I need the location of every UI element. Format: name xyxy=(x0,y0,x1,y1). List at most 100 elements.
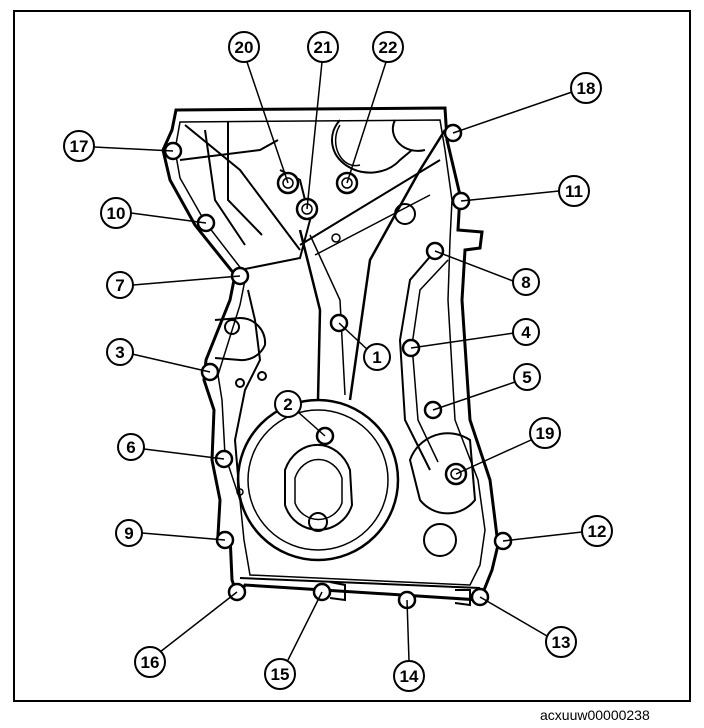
callout-15: 15 xyxy=(264,658,296,690)
callout-19-label: 19 xyxy=(536,424,555,443)
small-hole-5 xyxy=(423,523,457,557)
left-inner-wall xyxy=(233,289,262,501)
upper-rib-2 xyxy=(204,129,246,246)
small-hole-1 xyxy=(235,378,245,388)
cam-bore-arc-1 xyxy=(330,119,413,174)
diagonal-rib xyxy=(299,159,441,246)
callout-12: 12 xyxy=(581,515,613,547)
callout-1: 1 xyxy=(363,343,391,371)
leader-11 xyxy=(460,190,560,202)
leader-18 xyxy=(452,91,573,134)
leader-7 xyxy=(132,275,241,286)
leader-21 xyxy=(306,61,323,210)
leader-16 xyxy=(159,591,238,653)
callout-20: 20 xyxy=(228,31,260,63)
leader-4 xyxy=(410,332,515,349)
leader-10 xyxy=(130,212,207,224)
callout-5: 5 xyxy=(513,363,541,391)
callout-10: 10 xyxy=(100,197,132,229)
small-hole-2 xyxy=(257,371,267,381)
crank-key-hole xyxy=(308,512,328,532)
crank-mid-circle xyxy=(247,409,389,551)
callout-16: 16 xyxy=(134,646,166,678)
leader-2 xyxy=(297,411,326,437)
callout-6-label: 6 xyxy=(126,438,135,457)
leader-8 xyxy=(434,250,514,282)
callout-15-label: 15 xyxy=(271,665,290,684)
callout-19: 19 xyxy=(529,417,561,449)
leader-15 xyxy=(287,591,323,661)
leader-3 xyxy=(131,353,211,373)
callout-20-label: 20 xyxy=(235,38,254,57)
callout-16-label: 16 xyxy=(141,653,160,672)
cam-bore-arc-2 xyxy=(391,119,426,152)
callout-11: 11 xyxy=(558,175,590,207)
callout-22: 22 xyxy=(372,31,404,63)
left-boss-hole xyxy=(224,319,240,335)
callout-18-label: 18 xyxy=(577,79,596,98)
bottom-tab-1 xyxy=(329,581,346,602)
bolts xyxy=(163,123,513,610)
callout-2-label: 2 xyxy=(283,395,292,414)
cover-inner-outline xyxy=(174,119,486,586)
callout-3: 3 xyxy=(106,338,134,366)
cam-bore-arc-3 xyxy=(334,124,361,167)
bottom-tab-2 xyxy=(454,589,471,607)
callout-8-label: 8 xyxy=(521,273,530,292)
callout-21: 21 xyxy=(307,31,339,63)
crank-seal xyxy=(284,443,354,531)
figure-id-caption: acxuuw00000238 xyxy=(540,707,650,723)
callout-11-label: 11 xyxy=(565,182,583,201)
central-rib-inner xyxy=(309,234,346,396)
callout-4: 4 xyxy=(512,318,540,346)
callout-4-label: 4 xyxy=(521,323,531,342)
left-boss xyxy=(214,316,267,362)
crank-seal-inner xyxy=(294,458,343,521)
small-hole-4 xyxy=(331,233,341,243)
right-inner-wall-2 xyxy=(411,259,449,463)
central-rib-left xyxy=(298,229,322,401)
callout-13-label: 13 xyxy=(552,633,571,652)
leader-5 xyxy=(432,381,516,411)
small-hole-3 xyxy=(394,203,416,225)
callout-13: 13 xyxy=(545,626,577,658)
callout-22-label: 22 xyxy=(379,38,398,57)
leader-1 xyxy=(338,322,371,353)
callout-6: 6 xyxy=(117,433,145,461)
leader-13 xyxy=(479,596,548,637)
callout-12-label: 12 xyxy=(588,522,607,541)
callout-7-label: 7 xyxy=(115,276,124,295)
callout-3-label: 3 xyxy=(115,343,124,362)
leader-lines xyxy=(93,61,583,662)
callout-14: 14 xyxy=(393,660,425,692)
callout-10-label: 10 xyxy=(107,204,126,223)
leader-14 xyxy=(406,599,410,662)
crank-outer-circle xyxy=(236,398,400,562)
leader-17 xyxy=(93,146,174,152)
callout-21-label: 21 xyxy=(314,38,333,57)
leader-9 xyxy=(141,532,226,541)
callout-7: 7 xyxy=(106,271,134,299)
leader-6 xyxy=(143,448,225,460)
right-inner-wall xyxy=(398,244,441,471)
callout-18: 18 xyxy=(570,72,602,104)
callout-9: 9 xyxy=(115,519,143,547)
callout-5-label: 5 xyxy=(522,368,531,387)
callout-8: 8 xyxy=(512,268,540,296)
callout-1-label: 1 xyxy=(372,348,381,367)
callout-17-label: 17 xyxy=(70,137,89,156)
upper-rib-4 xyxy=(179,139,279,161)
leader-20 xyxy=(246,61,289,184)
leader-19 xyxy=(455,439,532,475)
leader-12 xyxy=(502,531,583,542)
callout-14-label: 14 xyxy=(400,667,419,686)
upper-rib-1 xyxy=(184,124,301,251)
leader-22 xyxy=(346,61,387,184)
callout-9-label: 9 xyxy=(124,524,133,543)
bottom-flange xyxy=(239,577,481,589)
callouts: 1 2 3 4 5 6 7 8 9 10 11 12 13 14 15 16 1… xyxy=(63,31,613,692)
tensioner-boss xyxy=(408,432,477,515)
callout-17: 17 xyxy=(63,130,95,162)
callout-2: 2 xyxy=(274,390,302,418)
